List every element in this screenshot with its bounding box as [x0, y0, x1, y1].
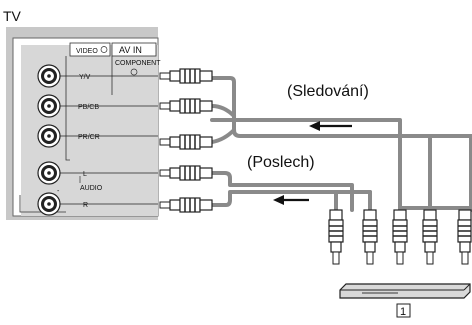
device-number-box: [396, 303, 411, 318]
plug-r: [159, 197, 213, 213]
plug-l: [159, 165, 213, 181]
av-in-label: AV IN: [119, 45, 142, 55]
watching-label: (Sledování): [287, 83, 369, 100]
device-plug-2: [362, 209, 378, 265]
device-number: 1: [400, 306, 406, 318]
tv-panel: VIDEO AV IN COMPONENT AUDIO -: [6, 27, 161, 220]
port-pr-label: PR/CR: [78, 134, 100, 141]
device-plug-1: [328, 209, 344, 265]
audio-label: AUDIO: [80, 185, 103, 192]
port-y-label: Y/V: [79, 74, 91, 81]
plug-pr: [159, 134, 213, 150]
external-device: [339, 283, 471, 299]
port-pb-jack: [37, 94, 61, 118]
device-plugs: [328, 209, 472, 265]
port-pr-jack: [37, 124, 61, 148]
port-r-jack: [37, 192, 61, 216]
jack-leads: [60, 75, 158, 205]
plug-pb: [159, 98, 213, 114]
port-l-jack: [37, 161, 61, 185]
device-plug-4: [422, 209, 438, 265]
device-plug-5: [457, 209, 472, 265]
plug-y: [159, 68, 213, 84]
device-plug-3: [392, 209, 408, 265]
arrow-left-icon: [273, 195, 309, 205]
cables: [210, 76, 472, 217]
port-l-label: L: [83, 171, 87, 178]
arrow-left-icon: [309, 121, 352, 131]
port-r-label: R: [83, 202, 88, 209]
port-y-jack: [37, 64, 61, 88]
video-in-label: VIDEO: [76, 48, 98, 55]
listening-label: (Poslech): [247, 154, 315, 171]
dash-label: -: [57, 188, 60, 195]
tv-label: TV: [3, 8, 22, 24]
component-label: COMPONENT: [115, 60, 161, 67]
port-pb-label: PB/CB: [78, 104, 99, 111]
